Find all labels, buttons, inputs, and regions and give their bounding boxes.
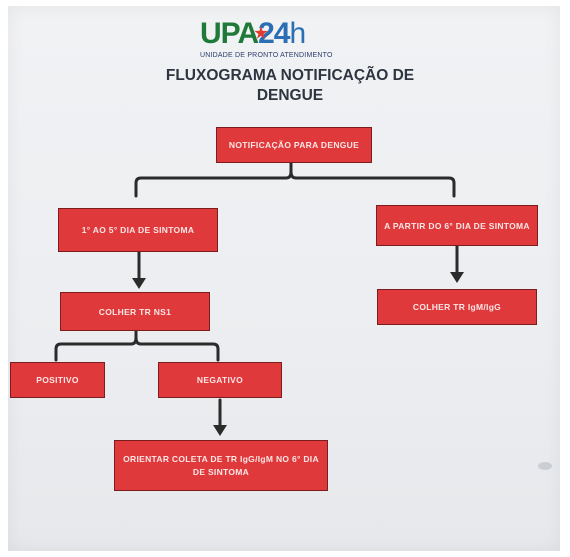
logo-subtitle: UNIDADE DE PRONTO ATENDIMENTO — [200, 52, 333, 59]
left-arrowhead — [132, 278, 146, 289]
logo-brand-text: UPA — [200, 17, 259, 50]
node-from-day-6: A PARTIR DO 6° DIA DE SINTOMA — [376, 205, 538, 246]
node-orient-collection: ORIENTAR COLETA DE TR IgG/IgM NO 6° DIA … — [114, 440, 328, 491]
node-positive: POSITIVO — [10, 362, 105, 398]
logo-suffix: h — [289, 17, 307, 50]
paper-smudge — [538, 462, 552, 470]
node-days-1-5: 1° AO 5° DIA DE SINTOMA — [58, 208, 218, 252]
right-arrowhead — [450, 272, 464, 283]
title-line-1: FLUXOGRAMA NOTIFICAÇÃO DE — [165, 67, 415, 84]
negative-arrowhead — [213, 425, 227, 436]
upa-logo: UPA 24 h UNIDADE DE PRONTO ATENDIMENTO — [200, 17, 380, 60]
root-bracket — [134, 161, 456, 198]
node-notification: NOTIFICAÇÃO PARA DENGUE — [216, 127, 372, 163]
page-title: FLUXOGRAMA NOTIFICAÇÃO DE DENGUE — [100, 66, 480, 106]
ns1-bracket — [54, 329, 220, 362]
title-line-2: DENGUE — [256, 87, 324, 104]
node-collect-ns1: COLHER TR NS1 — [60, 292, 210, 331]
node-negative: NEGATIVO — [158, 362, 282, 398]
node-collect-igm-igg: COLHER TR IgM/IgG — [377, 289, 537, 325]
